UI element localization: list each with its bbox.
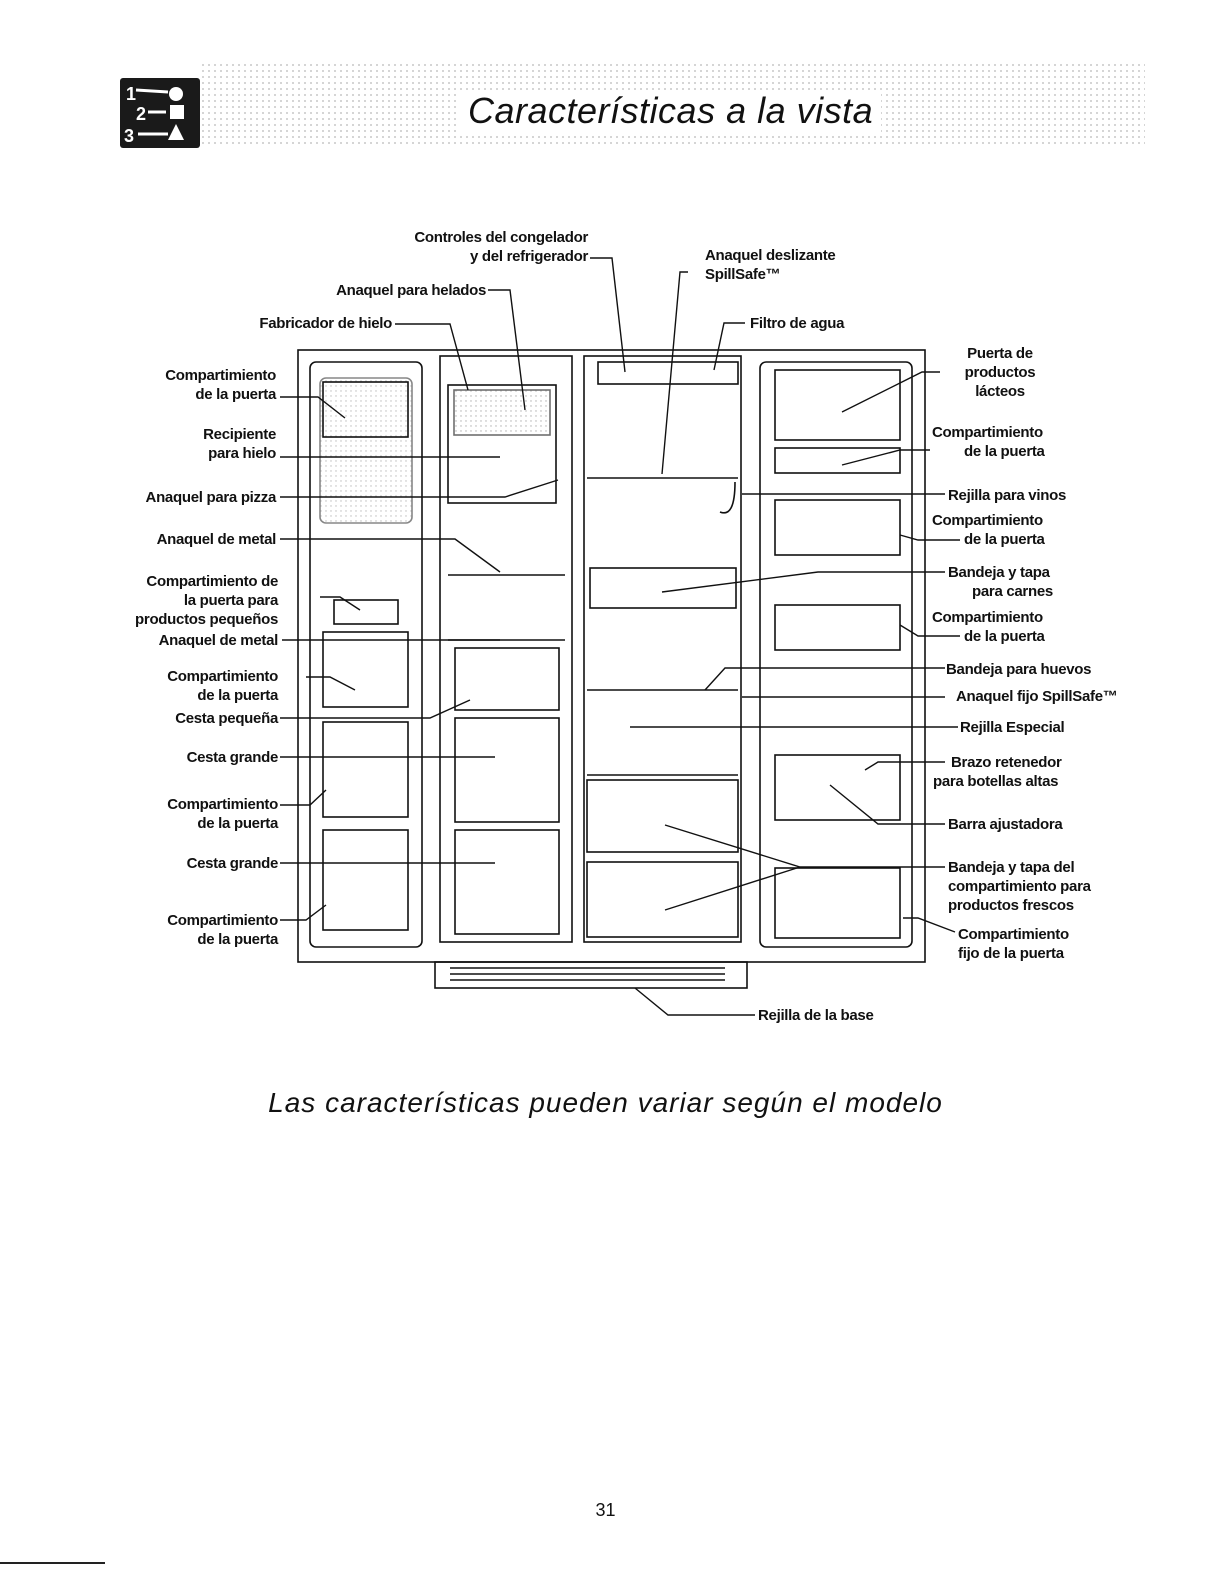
crisper-1	[586, 779, 739, 853]
large-basket-1	[454, 717, 560, 823]
fresh-food-compartment	[583, 355, 742, 943]
door-bin-right-1	[774, 447, 901, 474]
label-large-basket-1: Cesta grande	[186, 749, 279, 766]
label-water-filter: Filtro de agua	[750, 315, 845, 332]
label-door-bin-l1: Compartimiento de la puerta	[165, 367, 276, 403]
label-slide-shelf: Anaquel deslizante SpillSafe™	[705, 247, 836, 283]
meat-drawer	[589, 567, 737, 609]
small-basket	[454, 647, 560, 711]
label-special-rack: Rejilla Especial	[960, 719, 1065, 736]
label-small-items-bin: Compartimiento de la puerta para product…	[135, 573, 278, 628]
label-ice-cream-shelf: Anaquel para helados	[336, 282, 486, 299]
small-items-bin	[333, 599, 399, 625]
steps-123-icon: 1 2 3	[120, 78, 200, 148]
dairy-door	[774, 369, 901, 441]
icon-digit-1: 1	[126, 84, 136, 104]
label-door-bin-r2: Compartimiento de la puerta	[932, 512, 1045, 548]
door-bin-left-2	[322, 631, 409, 708]
label-meat-drawer: Bandeja y tapa para carnes	[948, 564, 1053, 600]
door-bin-right-3	[774, 604, 901, 651]
ice-bin	[447, 384, 557, 504]
door-bin-left-3	[322, 721, 409, 818]
label-ice-bin: Recipiente para hielo	[203, 426, 276, 462]
label-base-grille: Rejilla de la base	[758, 1007, 874, 1024]
icon-digit-3: 3	[124, 126, 134, 146]
label-fixed-door-bin: Compartimiento fijo de la puerta	[958, 926, 1069, 962]
label-tall-bottle-arm: Brazo retenedor para botellas altas	[933, 754, 1062, 790]
leader-lines	[280, 257, 960, 1016]
label-dairy-door: Puerta de productos lácteos	[964, 345, 1036, 400]
label-door-bin-l3: Compartimiento de la puerta	[167, 796, 278, 832]
label-door-bin-l2: Compartimiento de la puerta	[167, 668, 278, 704]
crisper-2	[586, 861, 739, 938]
label-controls: Controles del congelador y del refrigera…	[414, 229, 588, 265]
refrigerator-diagram	[280, 257, 960, 1016]
door-bin-right-4	[774, 754, 901, 821]
freezer-door	[309, 361, 423, 948]
controls-panel	[597, 361, 739, 385]
label-door-bin-r1: Compartimiento de la puerta	[932, 424, 1045, 460]
door-bin-left-1	[322, 381, 409, 438]
label-crisper: Bandeja y tapa del compartimiento para p…	[948, 859, 1091, 914]
label-fixed-shelf: Anaquel fijo SpillSafe™	[956, 688, 1118, 705]
large-basket-2	[454, 829, 560, 935]
door-bin-right-2	[774, 499, 901, 556]
page-number: 31	[595, 1500, 616, 1520]
label-egg-tray: Bandeja para huevos	[946, 661, 1092, 678]
label-small-basket: Cesta pequeña	[175, 710, 278, 727]
page-title: Características a la vista	[460, 90, 882, 132]
fresh-food-door	[759, 361, 913, 948]
label-pizza-shelf: Anaquel para pizza	[145, 489, 277, 506]
label-large-basket-2: Cesta grande	[186, 855, 279, 872]
door-bin-left-4	[322, 829, 409, 931]
header-banner: 1 2 3 Características a la vista	[120, 62, 1145, 148]
label-adjust-bar: Barra ajustadora	[948, 816, 1063, 833]
label-metal-shelf-2: Anaquel de metal	[158, 632, 279, 649]
label-door-bin-r3: Compartimiento de la puerta	[932, 609, 1045, 645]
fixed-door-bin	[774, 867, 901, 939]
label-door-bin-l4: Compartimiento de la puerta	[167, 912, 278, 948]
label-wine-rack: Rejilla para vinos	[948, 487, 1066, 504]
base-grille	[434, 961, 748, 989]
freezer-compartment	[439, 355, 573, 943]
label-ice-maker: Fabricador de hielo	[259, 315, 392, 332]
model-variation-note: Las características pueden variar según …	[268, 1087, 943, 1118]
label-metal-shelf-1: Anaquel de metal	[156, 531, 277, 548]
icon-digit-2: 2	[136, 104, 146, 124]
footer-rule	[0, 1562, 105, 1564]
